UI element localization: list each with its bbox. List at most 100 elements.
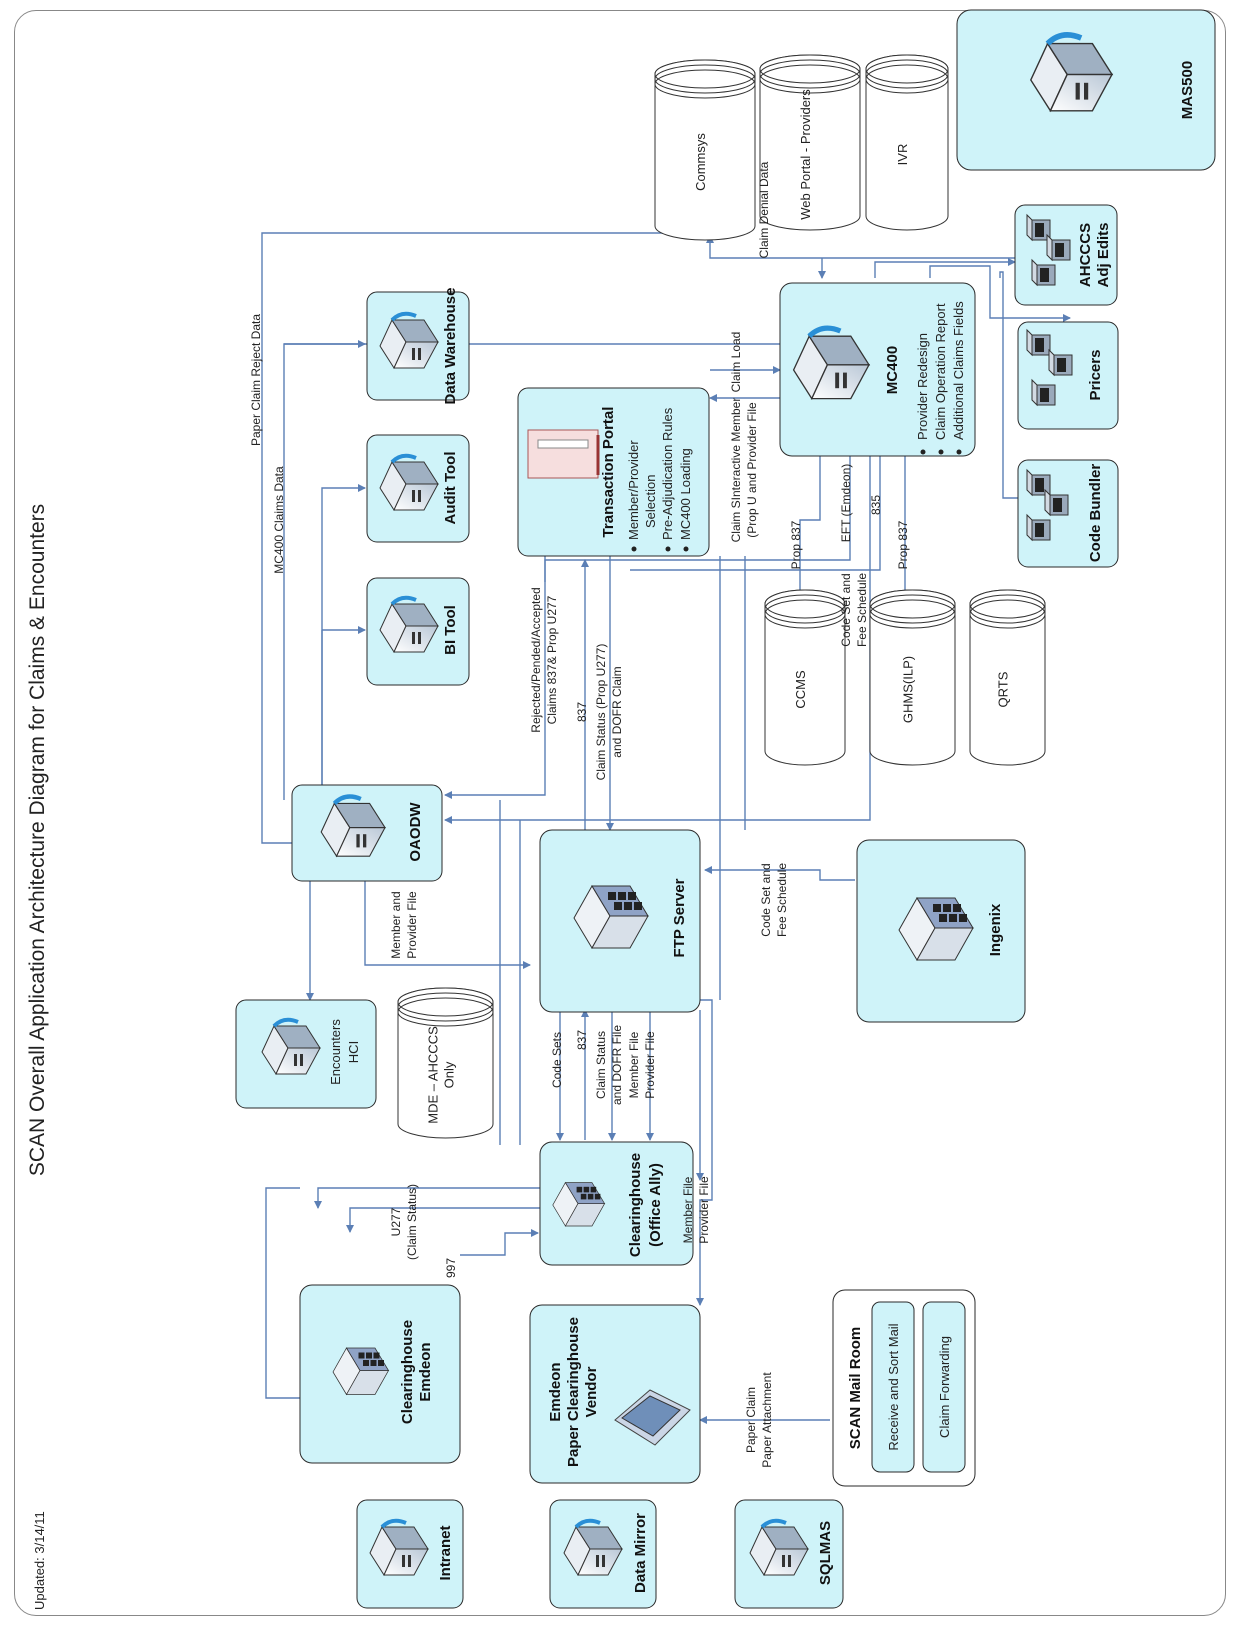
label-claim-denial: Claim Denial Data xyxy=(757,161,771,258)
line-office-emdeon-1 xyxy=(314,1187,540,1209)
line-emdeon-office xyxy=(460,1229,539,1256)
mail-room-item-1: Receive and Sort Mail xyxy=(886,1323,901,1450)
line-prop837-a xyxy=(799,455,821,595)
ahcccs-label-1: AHCCCS xyxy=(1077,223,1094,287)
label-claim-status-prop-1: Claim Status (Prop U277) xyxy=(594,644,608,781)
database-label: QRTS xyxy=(996,671,1011,707)
emdeon-paper-label-2: Paper Clearinghouse xyxy=(565,1317,582,1467)
mc400-bullet-2: Claim Operation Report xyxy=(933,303,948,440)
label-997: 997 xyxy=(444,1258,458,1278)
label-provider-file-b: Provider File xyxy=(697,1176,711,1244)
tp-bullet-4: MC400 Loading xyxy=(678,448,693,540)
line-claim-denial xyxy=(706,235,1015,259)
office-ally-label-2: (Office Ally) xyxy=(647,1163,664,1247)
mc400-bullet-1: Provider Redesign xyxy=(915,333,930,440)
database-qrts[interactable]: QRTS xyxy=(969,589,1046,766)
label-claim-status-prop-2: and DOFR Claim xyxy=(610,666,624,757)
line-to-audit-tool xyxy=(321,484,366,830)
sqlmas-label: SQLMAS xyxy=(817,1521,834,1585)
node-bi-tool[interactable]: BI Tool xyxy=(366,577,470,686)
label-paper-claim-2: Paper Attachment xyxy=(760,1372,774,1468)
node-clearinghouse-office-ally[interactable]: Clearinghouse (Office Ally) xyxy=(539,1141,694,1266)
emdeon-paper-label-3: Vendor xyxy=(583,1366,600,1417)
label-code-set-fee-2b: Fee Schedule xyxy=(775,863,789,937)
node-transaction-portal[interactable]: Transaction Portal Member/Provider Selec… xyxy=(517,387,710,557)
label-claim-load: Claim Load xyxy=(729,332,743,393)
database-label: GHMS(ILP) xyxy=(901,656,916,723)
bi-tool-label: BI Tool xyxy=(442,605,459,655)
tp-bullet-1: Member/Provider xyxy=(626,440,641,540)
mc400-bullet-3: Additional Claims Fields xyxy=(951,301,966,440)
node-ahcccs-adj-edits[interactable]: AHCCCS Adj Edits xyxy=(1014,204,1118,306)
line-ftp-emdeon-paper xyxy=(696,999,713,1306)
node-audit-tool[interactable]: Audit Tool xyxy=(366,434,470,543)
node-emdeon-paper-vendor[interactable]: Emdeon Paper Clearinghouse Vendor xyxy=(529,1304,701,1484)
database-label: IVR xyxy=(895,144,910,166)
label-rejected-2: Claims 837& Prop U277 xyxy=(545,595,559,724)
printer-icon xyxy=(527,429,600,479)
mail-room-item-2: Claim Forwarding xyxy=(937,1336,952,1438)
database-ccms[interactable]: CCMS xyxy=(764,589,846,766)
connection-lines xyxy=(261,229,1071,1424)
line-office-emdeon-2 xyxy=(346,1207,540,1233)
office-ally-label-1: Clearinghouse xyxy=(627,1153,644,1257)
encounters-label-1: Encounters xyxy=(328,1019,343,1085)
label-code-set-fee-2a: Code Set and xyxy=(759,863,773,936)
node-scan-mail-room[interactable]: SCAN Mail Room Receive and Sort Mail Cla… xyxy=(832,1289,976,1487)
node-sqlmas[interactable]: SQLMAS xyxy=(734,1499,844,1609)
node-ingenix[interactable]: Ingenix xyxy=(856,839,1026,1023)
transaction-portal-label: Transaction Portal xyxy=(600,407,617,538)
line-ingenix-ftp xyxy=(704,866,855,881)
scanner-icon xyxy=(614,1389,691,1446)
database-commsys[interactable]: Commsys xyxy=(654,59,756,241)
mail-room-label: SCAN Mail Room xyxy=(847,1327,864,1450)
node-data-mirror[interactable]: Data Mirror xyxy=(549,1499,657,1609)
database-ghms[interactable]: GHMS(ILP) xyxy=(869,589,956,766)
code-bundler-label: Code Bundler xyxy=(1087,464,1104,562)
node-encounters-hci[interactable]: Encounters HCI xyxy=(235,999,377,1109)
emdeon-label-2: Emdeon xyxy=(417,1342,434,1401)
database-label: Web Portal - Providers xyxy=(798,89,813,220)
node-code-bundler[interactable]: Code Bundler xyxy=(1017,459,1119,568)
node-mc400[interactable]: MC400 Provider Redesign Claim Operation … xyxy=(779,282,976,457)
line-mc400-ahcccs xyxy=(874,258,1016,278)
emdeon-paper-label-1: Emdeon xyxy=(547,1362,564,1421)
label-eft: EFT (Emdeon) xyxy=(839,464,853,542)
label-u277-1: U277 xyxy=(389,1207,403,1236)
diagram-title: SCAN Overall Application Architecture Di… xyxy=(26,504,49,1176)
oaodw-label: OAODW xyxy=(407,802,424,862)
node-mas500[interactable]: MAS500 xyxy=(956,9,1216,171)
label-code-set-fee-1a: Code Set and xyxy=(839,573,853,646)
label-claim-interactive-1: Claim SInteractive Member xyxy=(729,398,743,543)
database-web-portal[interactable]: Web Portal - Providers xyxy=(759,54,861,231)
database-label: Only xyxy=(442,1061,457,1088)
ahcccs-label-2: Adj Edits xyxy=(1095,222,1112,287)
label-paper-claim-1: Paper Claim xyxy=(744,1387,758,1453)
node-oaodw[interactable]: OAODW xyxy=(291,784,443,882)
node-data-warehouse[interactable]: Data Warehouse xyxy=(366,288,470,405)
label-claim-status-file-1: Claim Status xyxy=(594,1031,608,1099)
line-rejected xyxy=(444,556,546,799)
label-837-b: 837 xyxy=(575,1030,589,1050)
data-mirror-label: Data Mirror xyxy=(632,1513,649,1593)
node-clearinghouse-emdeon[interactable]: Clearinghouse Emdeon xyxy=(299,1284,461,1464)
database-label: MDE – AHCCCS xyxy=(426,1026,441,1124)
tp-bullet-2: Selection xyxy=(643,475,658,528)
database-ivr[interactable]: IVR xyxy=(865,54,949,231)
label-paper-claim-reject: Paper Claim Reject Data xyxy=(249,314,263,446)
line-mc400-pricers xyxy=(929,265,1071,322)
node-pricers[interactable]: Pricers xyxy=(1017,321,1119,430)
label-835: 835 xyxy=(869,495,883,515)
connection-labels: Paper Claim Reject Data MC400 Claims Dat… xyxy=(249,161,910,1467)
updated-date: Updated: 3/14/11 xyxy=(32,1511,47,1610)
label-member-provider-1: Member and xyxy=(389,891,403,958)
node-ftp-server[interactable]: FTP Server xyxy=(539,829,701,1013)
database-label: Commsys xyxy=(693,133,708,191)
encounters-label-2: HCI xyxy=(346,1041,361,1063)
data-warehouse-label: Data Warehouse xyxy=(442,288,459,405)
label-member-file-a: Member File xyxy=(627,1031,641,1098)
node-intranet[interactable]: Intranet xyxy=(356,1499,464,1609)
label-member-provider-2: Provider File xyxy=(405,891,419,959)
diagram-frame xyxy=(14,10,1226,1616)
